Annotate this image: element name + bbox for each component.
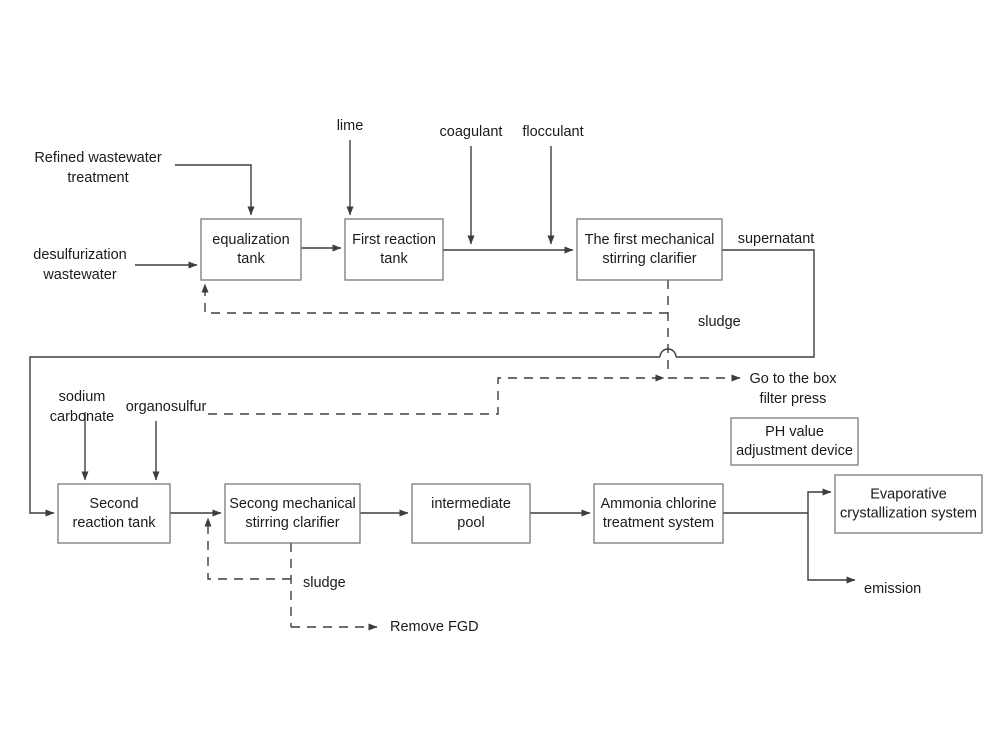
label-text-supernatant: supernatant <box>738 231 815 247</box>
node-label-intermediate_pool: intermediate <box>431 496 511 512</box>
node-label-evaporative_crystallization: crystallization system <box>840 505 977 521</box>
node-label-ammonia_chlorine_system: Ammonia chlorine <box>600 496 716 512</box>
label-text-desulfurization_wastewater: wastewater <box>42 267 117 283</box>
line-hops-layer <box>659 348 677 359</box>
connector-first-sludge-recycle-to-equalization <box>201 283 668 314</box>
node-box-evaporative_crystallization[interactable] <box>834 474 983 534</box>
label-flocculant: flocculant <box>522 124 583 140</box>
node-label-second_clarifier: Secong mechanical <box>229 496 356 512</box>
line-hop-mask <box>660 355 676 359</box>
connector-second-sludge-recycle-up <box>204 517 291 580</box>
node-second_clarifier[interactable]: Secong mechanical stirring clarifier <box>224 483 361 544</box>
node-label-equalization_tank: equalization <box>212 232 289 248</box>
node-box-equalization_tank[interactable] <box>200 218 302 281</box>
label-refined_wastewater_treatment: Refined wastewater treatment <box>34 150 162 186</box>
label-coagulant: coagulant <box>440 124 503 140</box>
node-box-first_clarifier[interactable] <box>576 218 723 281</box>
node-label-first_clarifier: The first mechanical <box>585 232 715 248</box>
label-text-remove_fgd: Remove FGD <box>390 619 479 635</box>
connector-ammonia-to-evaporative <box>723 488 832 514</box>
label-text-sodium_carbonate: carbonate <box>50 409 115 425</box>
label-text-go_to_box_filter_press: Go to the box <box>749 371 837 387</box>
label-text-refined_wastewater_treatment: treatment <box>67 170 128 186</box>
node-box-ammonia_chlorine_system[interactable] <box>593 483 724 544</box>
line-hop-supernatant-over-sludge-hop <box>659 348 677 358</box>
label-sludge_first: sludge <box>698 314 741 330</box>
node-label-first_clarifier: stirring clarifier <box>602 251 696 267</box>
label-text-emission: emission <box>864 581 921 597</box>
label-remove_fgd: Remove FGD <box>390 619 479 635</box>
node-label-first_reaction_tank: tank <box>380 251 408 267</box>
node-label-intermediate_pool: pool <box>457 515 484 531</box>
node-second_reaction_tank[interactable]: Second reaction tank <box>57 483 171 544</box>
label-go_to_box_filter_press: Go to the box filter press <box>749 371 837 407</box>
free-labels-layer: Refined wastewater treatment desulfurizati… <box>33 118 921 635</box>
label-text-flocculant: flocculant <box>522 124 583 140</box>
label-text-lime: lime <box>337 118 364 134</box>
node-ph_adjustment_device[interactable]: PH value adjustment device <box>730 417 859 466</box>
node-box-first_reaction_tank[interactable] <box>344 218 444 281</box>
label-text-sodium_carbonate: sodium <box>59 389 106 405</box>
node-equalization_tank[interactable]: equalization tank <box>200 218 302 281</box>
connector-ammonia-to-emission <box>807 513 856 584</box>
label-organosulfur: organosulfur <box>126 399 207 415</box>
connector-refined-wastewater-to-equalization <box>175 164 255 216</box>
label-text-desulfurization_wastewater: desulfurization <box>33 247 127 263</box>
label-text-sludge_first: sludge <box>698 314 741 330</box>
node-label-second_reaction_tank: Second <box>89 496 138 512</box>
connections-layer <box>29 140 856 631</box>
label-text-coagulant: coagulant <box>440 124 503 140</box>
label-emission: emission <box>864 581 921 597</box>
node-first_clarifier[interactable]: The first mechanical stirring clarifier <box>576 218 723 281</box>
connector-supernatant-return-to-second-reaction <box>29 249 815 517</box>
label-sodium_carbonate: sodium carbonate <box>50 389 115 425</box>
node-evaporative_crystallization[interactable]: Evaporative crystallization system <box>834 474 983 534</box>
node-label-ammonia_chlorine_system: treatment system <box>603 515 714 531</box>
connector-second-sludge-to-filter-press <box>208 374 665 415</box>
label-text-sludge_second: sludge <box>303 575 346 591</box>
label-text-organosulfur: organosulfur <box>126 399 207 415</box>
node-label-second_reaction_tank: reaction tank <box>72 515 156 531</box>
process-nodes-layer: equalization tank First reaction tank The fi… <box>57 218 983 544</box>
node-box-second_reaction_tank[interactable] <box>57 483 171 544</box>
node-label-first_reaction_tank: First reaction <box>352 232 436 248</box>
node-intermediate_pool[interactable]: intermediate pool <box>411 483 531 544</box>
node-ammonia_chlorine_system[interactable]: Ammonia chlorine treatment system <box>593 483 724 544</box>
label-text-refined_wastewater_treatment: Refined wastewater <box>34 150 162 166</box>
node-box-intermediate_pool[interactable] <box>411 483 531 544</box>
label-sludge_second: sludge <box>303 575 346 591</box>
node-label-evaporative_crystallization: Evaporative <box>870 486 947 502</box>
label-lime: lime <box>337 118 364 134</box>
label-text-go_to_box_filter_press: filter press <box>760 391 827 407</box>
node-label-ph_adjustment_device: adjustment device <box>736 443 853 459</box>
node-label-ph_adjustment_device: PH value <box>765 424 824 440</box>
label-supernatant: supernatant <box>738 231 815 247</box>
node-box-second_clarifier[interactable] <box>224 483 361 544</box>
label-desulfurization_wastewater: desulfurization wastewater <box>33 247 127 283</box>
node-first_reaction_tank[interactable]: First reaction tank <box>344 218 444 281</box>
node-label-equalization_tank: tank <box>237 251 265 267</box>
node-box-ph_adjustment_device[interactable] <box>730 417 859 466</box>
node-label-second_clarifier: stirring clarifier <box>245 515 339 531</box>
